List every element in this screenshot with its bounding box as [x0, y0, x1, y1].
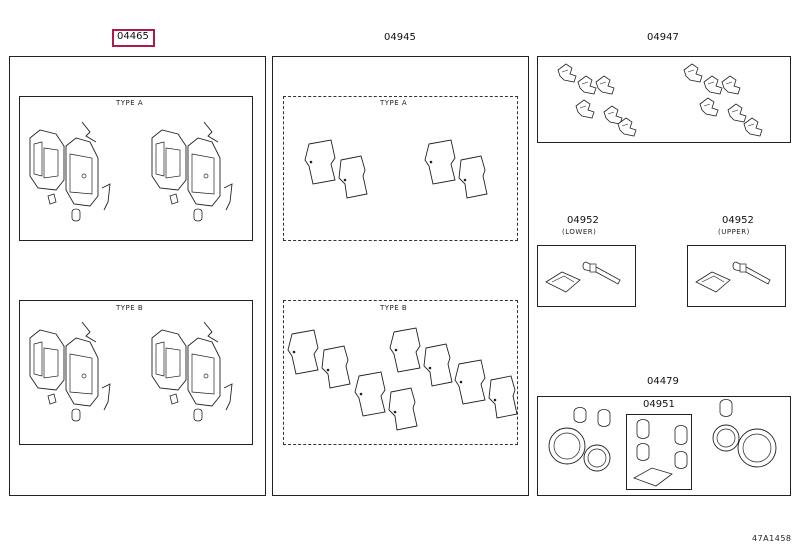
- frame-04945: [272, 56, 529, 496]
- panel-pad-type-b: [19, 300, 253, 445]
- panel-shim-type-b-title: TYPE B: [380, 304, 408, 312]
- frame-04947: [537, 56, 791, 143]
- part-number-04465[interactable]: 04465: [117, 31, 149, 42]
- frame-04952-lower: [537, 245, 636, 307]
- part-number-04952-lower[interactable]: 04952: [567, 215, 599, 226]
- part-number-04479[interactable]: 04479: [647, 376, 679, 387]
- panel-shim-type-a-title: TYPE A: [380, 99, 408, 107]
- frame-04479: [537, 396, 791, 496]
- frame-04951: [626, 414, 692, 490]
- panel-pad-type-a: [19, 96, 253, 241]
- highlight-box-04465[interactable]: [112, 29, 155, 47]
- panel-pad-type-b-title: TYPE B: [116, 304, 144, 312]
- frame-04465: [9, 56, 266, 496]
- label-upper: (UPPER): [718, 228, 750, 236]
- panel-shim-type-a: [283, 96, 518, 241]
- label-lower: (LOWER): [562, 228, 597, 236]
- part-number-04952-upper[interactable]: 04952: [722, 215, 754, 226]
- part-number-04945[interactable]: 04945: [384, 32, 416, 43]
- frame-04952-upper: [687, 245, 786, 307]
- panel-shim-type-b: [283, 300, 518, 445]
- drawing-code: 47A1458: [752, 534, 792, 543]
- panel-pad-type-a-title: TYPE A: [116, 99, 144, 107]
- part-number-04947[interactable]: 04947: [647, 32, 679, 43]
- part-number-04951[interactable]: 04951: [643, 399, 675, 410]
